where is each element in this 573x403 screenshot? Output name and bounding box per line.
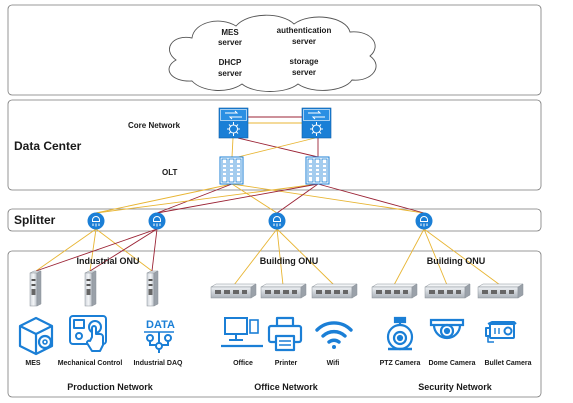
splitter-icon (148, 212, 166, 230)
core-switch-icon (301, 107, 332, 139)
access-section-frame (7, 250, 542, 398)
olt-label: OLT (162, 168, 178, 177)
cloud-storage-line2: server (292, 68, 316, 77)
ptz-camera-icon (386, 316, 414, 351)
industrial-onu-device-icon (84, 270, 97, 307)
splitter-icon (87, 212, 105, 230)
building-onu-device-icon (260, 283, 307, 299)
dome-camera-icon (429, 318, 465, 340)
office-network-label: Office Network (254, 382, 319, 392)
cloud-dhcp-line2: server (218, 69, 242, 78)
industrial-onu-label: Industrial ONU (76, 256, 139, 266)
olt-rack-icon (305, 156, 330, 185)
mechanical-control-label: Mechanical Control (58, 360, 123, 367)
wifi-icon (315, 321, 353, 349)
industrial-onu-device-icon (29, 270, 42, 307)
mes-device-label: MES (25, 360, 41, 367)
production-network-label: Production Network (67, 382, 153, 392)
office-computer-icon (221, 317, 263, 348)
links (35, 116, 501, 286)
cloud-dhcp-line1: DHCP (219, 58, 242, 67)
cloud-mes-line1: MES (221, 28, 239, 37)
splitter-section-frame (7, 208, 542, 232)
bullet-camera-icon (485, 321, 517, 343)
printer-icon (267, 316, 303, 352)
ptz-camera-label: PTZ Camera (380, 360, 421, 367)
datacenter-section-frame (7, 99, 542, 191)
cloud-auth-line2: server (292, 37, 316, 46)
cloud-section-frame (7, 4, 542, 96)
bullet-camera-label: Bullet Camera (484, 360, 531, 367)
printer-device-label: Printer (275, 360, 298, 367)
building-onu-device-icon (210, 283, 257, 299)
olt-rack-icon (219, 156, 244, 185)
datacenter-title: Data Center (14, 139, 82, 153)
cloud-shape (168, 14, 377, 92)
building-onu-device-icon (311, 283, 358, 299)
wifi-device-label: Wifi (327, 360, 340, 367)
splitter-icon (415, 212, 433, 230)
industrial-daq-data-icon: DATA (144, 319, 175, 353)
mechanical-control-panel-icon (69, 315, 107, 352)
cloud-mes-line2: server (218, 38, 242, 47)
cloud-storage-line1: storage (290, 57, 319, 66)
svg-text:DATA: DATA (146, 319, 175, 331)
core-switch-icon (218, 107, 249, 139)
core-network-label: Core Network (128, 121, 181, 130)
building-onu-security-label: Building ONU (427, 256, 486, 266)
dome-camera-label: Dome Camera (428, 360, 475, 367)
mes-box-gear-icon (18, 316, 54, 356)
building-onu-device-icon (477, 283, 524, 299)
office-device-label: Office (233, 360, 253, 367)
industrial-onu-device-icon (146, 270, 159, 307)
building-onu-office-label: Building ONU (260, 256, 319, 266)
security-network-label: Security Network (418, 382, 493, 392)
splitter-icon (268, 212, 286, 230)
splitter-title: Splitter (14, 213, 56, 227)
building-onu-device-icon (371, 283, 418, 299)
building-onu-device-icon (424, 283, 471, 299)
cloud-auth-line1: authentication (277, 26, 332, 35)
industrial-daq-label: Industrial DAQ (133, 360, 183, 367)
